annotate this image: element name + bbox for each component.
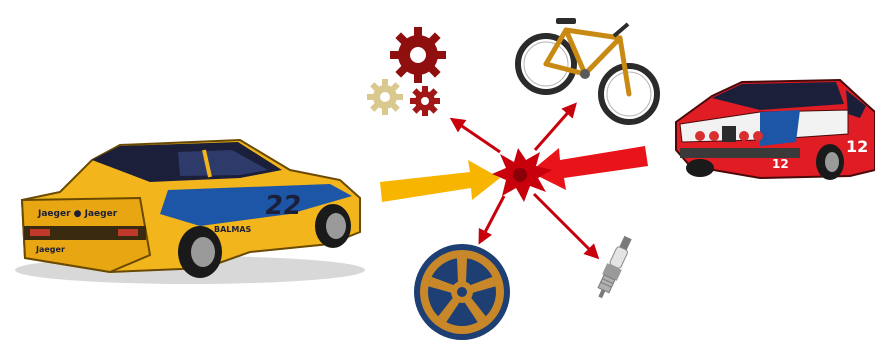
yellow-car-rear-wheel [178,226,222,278]
bicycle-icon [515,18,660,125]
gear-icon [390,27,446,83]
red-car-front-number: 12 [772,157,789,171]
yellow-impact-arrow [380,160,500,202]
yellow-car-side-text: BALMAS [214,225,252,234]
red-impact-arrow [530,146,648,190]
debris-arrows [449,102,600,260]
gear-icon [367,79,403,115]
yellow-race-car: 22 BALMAS Jaeger ● Jaeger Jaeger [15,138,365,284]
explosion-burst-icon [492,148,552,202]
spark-plug-icon [597,235,632,299]
yellow-car-bumper-text: Jaeger [35,245,65,254]
red-car-side-number: 12 [846,137,868,156]
red-race-car: 12 12 [675,78,875,180]
yellow-car-number: 22 [263,191,303,221]
yellow-car-front-wheel [315,204,351,248]
yellow-car-plate-text: Jaeger ● Jaeger [37,209,118,219]
gear-icon [410,86,440,116]
wheel-rim-icon [414,244,510,340]
